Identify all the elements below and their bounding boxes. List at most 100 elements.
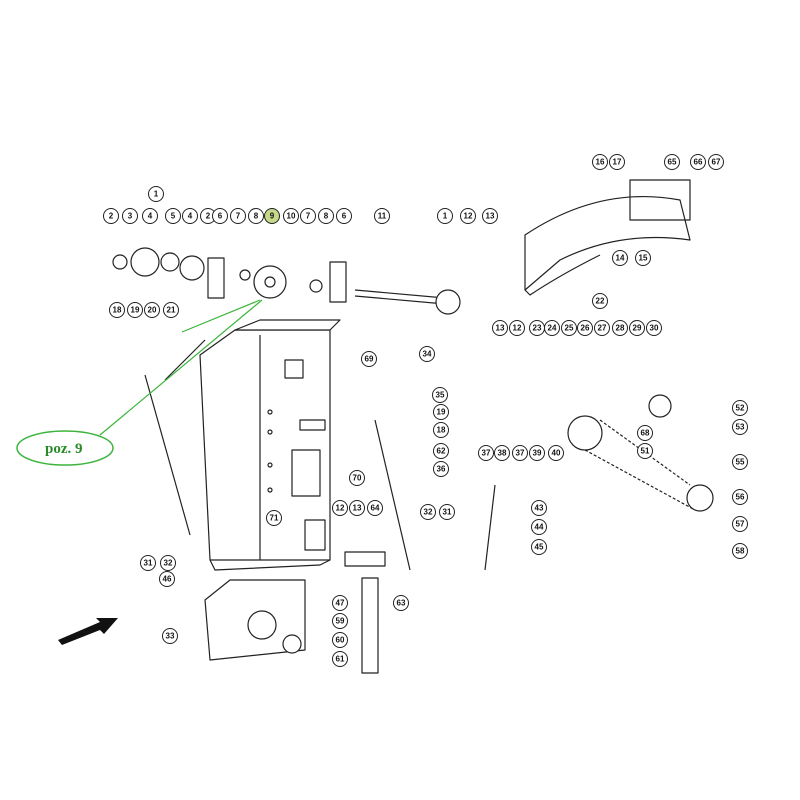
part-label-a19b: 19 bbox=[433, 404, 449, 420]
part-label-a12c: 12 bbox=[332, 500, 348, 516]
part-number: 5 bbox=[171, 212, 176, 221]
part-label-a29: 29 bbox=[629, 320, 645, 336]
part-label-a8b: 8 bbox=[318, 208, 334, 224]
part-label-a2b: 2 bbox=[200, 208, 216, 224]
part-label-a1b: 1 bbox=[437, 208, 453, 224]
part-number: 4 bbox=[188, 212, 193, 221]
part-number: 13 bbox=[353, 504, 362, 513]
part-number: 25 bbox=[565, 324, 574, 333]
part-number: 13 bbox=[496, 324, 505, 333]
housing-holes bbox=[267, 409, 273, 493]
small-parts-row-top bbox=[112, 247, 347, 303]
part-number: 62 bbox=[437, 447, 446, 456]
part-label-a24: 24 bbox=[544, 320, 560, 336]
part-label-a3: 3 bbox=[122, 208, 138, 224]
part-label-a64: 64 bbox=[367, 500, 383, 516]
part-label-a25: 25 bbox=[561, 320, 577, 336]
part-label-a56: 56 bbox=[732, 489, 748, 505]
part-label-a6: 6 bbox=[212, 208, 228, 224]
part-number: 21 bbox=[167, 306, 176, 315]
chain-drive bbox=[567, 394, 714, 512]
part-number: 33 bbox=[166, 632, 175, 641]
part-label-a11: 11 bbox=[374, 208, 390, 224]
part-label-a37: 37 bbox=[478, 445, 494, 461]
part-label-a62: 62 bbox=[433, 443, 449, 459]
part-number: 17 bbox=[613, 158, 622, 167]
part-label-a65: 65 bbox=[664, 154, 680, 170]
part-label-a52: 52 bbox=[732, 400, 748, 416]
part-label-a18b: 18 bbox=[433, 422, 449, 438]
part-number: 56 bbox=[736, 493, 745, 502]
part-number: 64 bbox=[371, 504, 380, 513]
part-number: 19 bbox=[131, 306, 140, 315]
part-label-a38: 38 bbox=[494, 445, 510, 461]
part-number: 7 bbox=[306, 212, 311, 221]
part-label-a39: 39 bbox=[529, 445, 545, 461]
part-number: 8 bbox=[254, 212, 259, 221]
part-label-a22: 22 bbox=[592, 293, 608, 309]
part-label-a55: 55 bbox=[732, 454, 748, 470]
part-number: 67 bbox=[712, 158, 721, 167]
part-number: 10 bbox=[287, 212, 296, 221]
part-number: 59 bbox=[336, 617, 345, 626]
part-label-a67: 67 bbox=[708, 154, 724, 170]
part-label-a40: 40 bbox=[548, 445, 564, 461]
part-label-a17: 17 bbox=[609, 154, 625, 170]
part-number: 60 bbox=[336, 636, 345, 645]
part-label-a13c: 13 bbox=[349, 500, 365, 516]
part-label-a21: 21 bbox=[163, 302, 179, 318]
part-label-a44: 44 bbox=[531, 519, 547, 535]
part-label-a70: 70 bbox=[349, 470, 365, 486]
part-label-a34: 34 bbox=[419, 346, 435, 362]
part-number: 30 bbox=[650, 324, 659, 333]
part-label-a9: 9 bbox=[264, 208, 280, 224]
part-label-a31: 31 bbox=[439, 504, 455, 520]
part-number: 65 bbox=[668, 158, 677, 167]
drive-shaft bbox=[354, 289, 461, 315]
part-number: 69 bbox=[365, 355, 374, 364]
part-label-a57: 57 bbox=[732, 516, 748, 532]
part-number: 45 bbox=[535, 543, 544, 552]
part-label-a1: 1 bbox=[148, 186, 164, 202]
part-number: 39 bbox=[533, 449, 542, 458]
part-label-a20: 20 bbox=[144, 302, 160, 318]
part-number: 19 bbox=[437, 408, 446, 417]
part-label-a4: 4 bbox=[142, 208, 158, 224]
part-label-a10: 10 bbox=[283, 208, 299, 224]
part-label-a30: 30 bbox=[646, 320, 662, 336]
part-number: 12 bbox=[336, 504, 345, 513]
part-number: 43 bbox=[535, 504, 544, 513]
part-label-a13b: 13 bbox=[492, 320, 508, 336]
part-number: 14 bbox=[616, 254, 625, 263]
part-label-a28: 28 bbox=[612, 320, 628, 336]
part-number: 8 bbox=[324, 212, 329, 221]
part-number: 32 bbox=[164, 559, 173, 568]
part-label-a32b: 32 bbox=[160, 555, 176, 571]
part-number: 29 bbox=[633, 324, 642, 333]
direction-arrow bbox=[58, 618, 118, 645]
part-label-a7b: 7 bbox=[300, 208, 316, 224]
part-number: 12 bbox=[464, 212, 473, 221]
part-number: 27 bbox=[598, 324, 607, 333]
part-label-a59: 59 bbox=[332, 613, 348, 629]
part-number: 35 bbox=[436, 391, 445, 400]
part-label-a18: 18 bbox=[109, 302, 125, 318]
part-number: 12 bbox=[513, 324, 522, 333]
part-label-a46: 46 bbox=[159, 571, 175, 587]
part-number: 18 bbox=[437, 426, 446, 435]
part-label-a4b: 4 bbox=[182, 208, 198, 224]
part-label-a12: 12 bbox=[460, 208, 476, 224]
part-label-a5: 5 bbox=[165, 208, 181, 224]
part-number: 61 bbox=[336, 655, 345, 664]
part-number: 6 bbox=[342, 212, 347, 221]
part-label-a14: 14 bbox=[612, 250, 628, 266]
part-number: 20 bbox=[148, 306, 157, 315]
part-number: 26 bbox=[581, 324, 590, 333]
part-number: 18 bbox=[113, 306, 122, 315]
guard-cover bbox=[524, 179, 691, 296]
part-number: 47 bbox=[336, 599, 345, 608]
part-label-a51: 51 bbox=[637, 443, 653, 459]
part-number: 63 bbox=[397, 599, 406, 608]
part-number: 11 bbox=[378, 212, 387, 221]
part-number: 13 bbox=[486, 212, 495, 221]
